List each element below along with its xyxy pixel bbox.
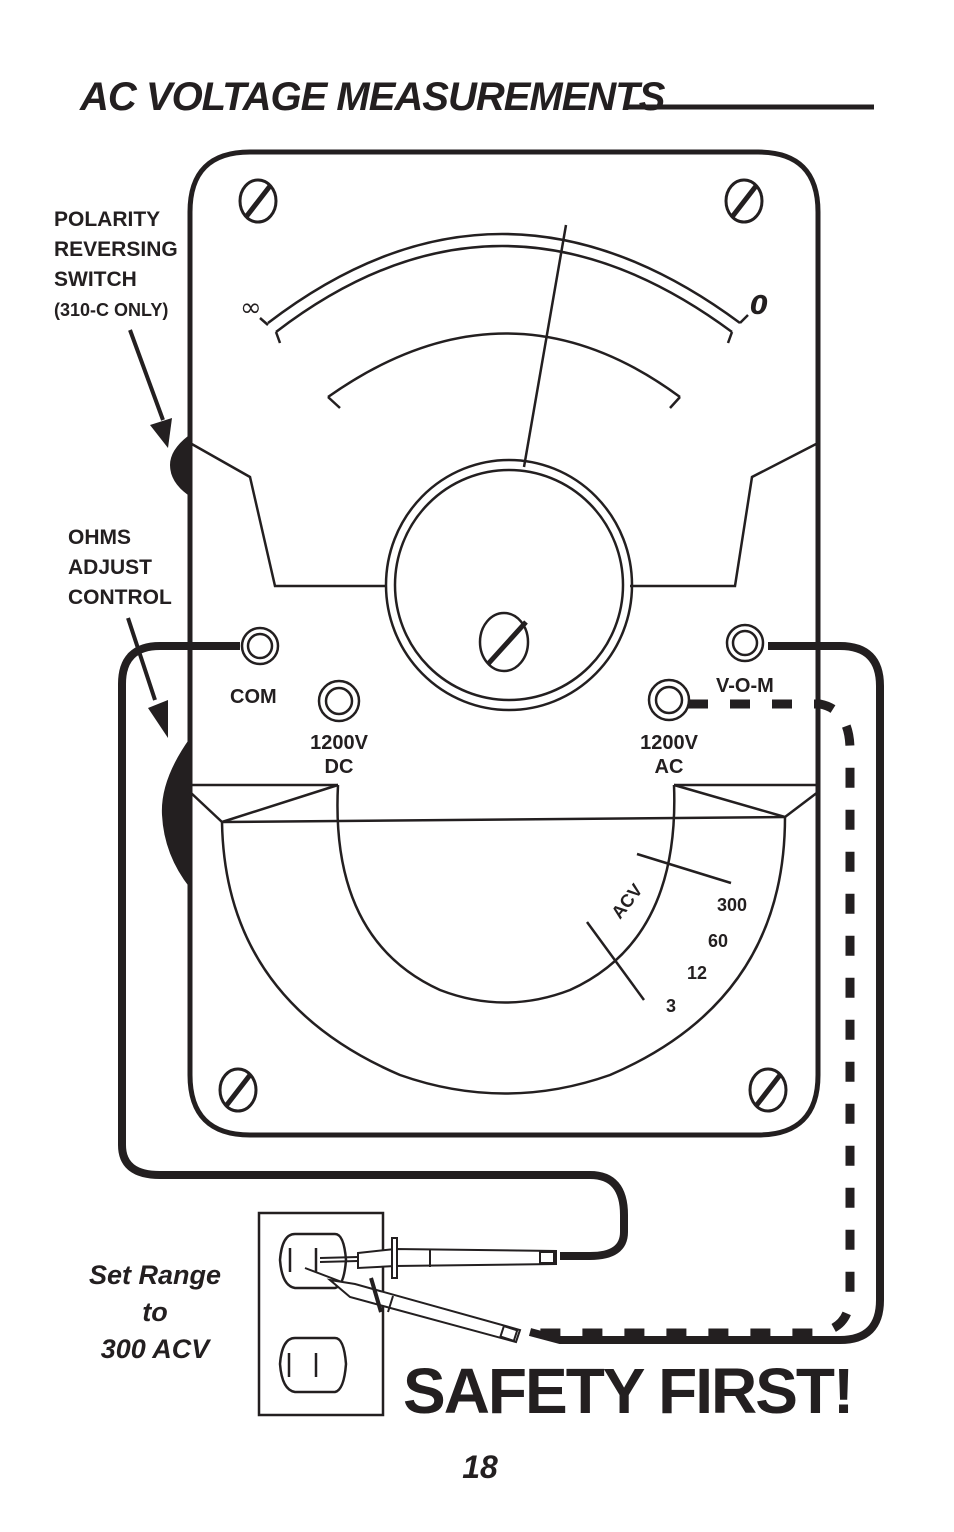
dc-jack-label: DC [325, 756, 354, 778]
meter-movement [384, 458, 634, 712]
ac-jack-label: 1200V [640, 732, 698, 754]
screw-icon [238, 178, 278, 224]
range-label[interactable]: 300 [717, 895, 747, 915]
ohms-adjust-callout: OHMS ADJUST CONTROL [68, 526, 172, 738]
meter-scale: ∞ 0 [240, 232, 768, 409]
red-test-lead-wire [528, 642, 884, 1344]
arrow-shaft [128, 329, 165, 421]
range-switch-pointer[interactable] [585, 852, 732, 1001]
page-number: 18 [462, 1449, 498, 1485]
callout-line: CONTROL [68, 586, 172, 609]
screw-icon [218, 1067, 258, 1113]
vom-jack-label: V-O-M [716, 675, 774, 697]
arrow-head-icon [148, 700, 168, 738]
instruction-line: 300 ACV [101, 1334, 212, 1364]
com-jack[interactable] [240, 626, 280, 666]
callout-line: POLARITY [54, 208, 160, 231]
housing-outline [189, 441, 387, 588]
range-label[interactable]: 12 [687, 963, 707, 983]
screw-icon [748, 1067, 788, 1113]
wall-outlet [257, 1211, 385, 1417]
outlet-socket [278, 1336, 348, 1394]
range-label[interactable]: 60 [708, 931, 728, 951]
ac-jack-label: AC [655, 756, 684, 778]
arrow-shaft [126, 617, 157, 701]
callout-line: SWITCH [54, 268, 137, 291]
red-test-probe[interactable] [304, 1267, 522, 1344]
range-selector-panel [189, 783, 819, 1095]
housing-outline [630, 441, 819, 588]
safety-banner: SAFETY FIRST! [403, 1355, 852, 1427]
screw-icon [724, 178, 764, 224]
range-instruction: Set Range to 300 ACV [89, 1260, 221, 1364]
zero-adjust-screw[interactable] [478, 611, 530, 673]
acv-function-label: ACV [607, 880, 646, 922]
vom-jack[interactable] [725, 623, 765, 663]
range-label[interactable]: 3 [666, 996, 676, 1016]
com-jack-label: COM [230, 686, 277, 708]
ohms-adjust-knob[interactable] [161, 738, 190, 888]
black-test-probe[interactable] [319, 1237, 557, 1279]
ac-1200v-jack[interactable] [647, 678, 691, 722]
alternate-lead-path [540, 699, 855, 1338]
callout-line: REVERSING [54, 238, 178, 261]
callout-line: OHMS [68, 526, 131, 549]
instruction-line: Set Range [89, 1260, 221, 1290]
dc-1200v-jack[interactable] [317, 679, 361, 723]
callout-line: ADJUST [68, 556, 152, 579]
instruction-line: to [142, 1297, 167, 1327]
infinity-symbol: ∞ [240, 293, 262, 323]
meter-body [187, 149, 821, 1138]
outlet-socket [278, 1232, 348, 1290]
polarity-switch-knob[interactable] [170, 436, 188, 495]
arrow-head-icon [150, 418, 172, 448]
page-title: AC VOLTAGE MEASUREMENTS [79, 75, 666, 119]
zero-symbol: 0 [750, 291, 768, 321]
polarity-switch-callout: POLARITY REVERSING SWITCH (310-C ONLY) [54, 208, 178, 448]
dc-jack-label: 1200V [310, 732, 368, 754]
callout-note: (310-C ONLY) [54, 300, 168, 320]
meter-needle [522, 224, 568, 468]
black-test-lead-wire [118, 642, 628, 1260]
